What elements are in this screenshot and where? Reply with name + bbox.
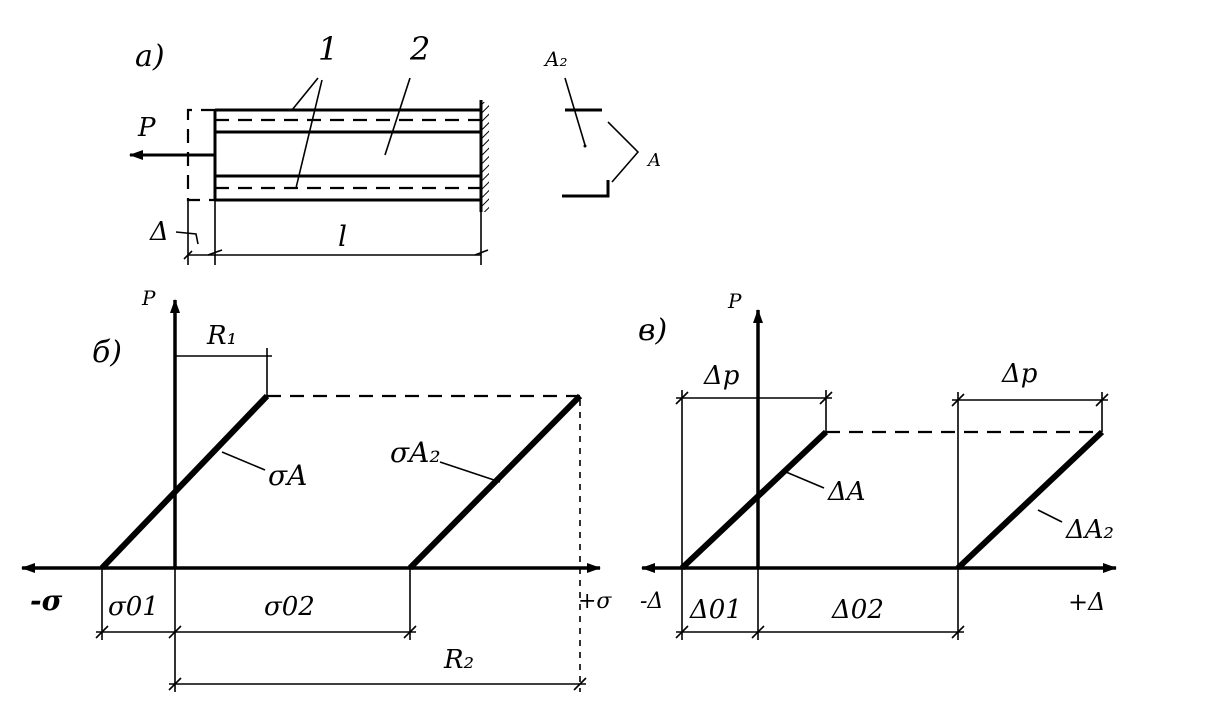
delta-a-leader [785, 471, 825, 489]
x-axis-neg-label: -σ [30, 584, 63, 617]
sigma-a-label: σA [268, 459, 307, 492]
delta-pointer [175, 231, 199, 245]
panel-a-label: а) [135, 39, 165, 74]
delta02-label: Δ02 [831, 595, 884, 625]
panel-b-label: б) [92, 335, 122, 370]
panel-v-label: в) [638, 313, 667, 348]
r1-label: R₁ [206, 321, 237, 351]
fixed-wall-hatch [481, 102, 489, 212]
part-2-label: 2 [409, 30, 430, 68]
curve-delta-a2 [955, 429, 1105, 571]
x-axis-pos-label: +σ [578, 589, 612, 614]
panel-b-stress-diagram: б) P +σ -σ σA σA₂ R₁ σ01 σ02 R₂ [21, 286, 612, 692]
leader-2 [384, 77, 411, 156]
panel-v-deformation-diagram: в) P +Δ -Δ ΔA ΔA₂ Δp Δp Δ01 Δ02 [638, 289, 1117, 640]
sigma-dim-ticks [95, 625, 417, 639]
x-axis-neg-label-v: -Δ [640, 589, 663, 614]
leader-1a [291, 77, 319, 111]
sigma-a2-label: σA₂ [390, 436, 441, 469]
panel-a-bar-scheme: а) 1 2 P l Δ A₂ [129, 30, 661, 265]
leader-1b [295, 79, 323, 189]
dp-left-ticks [675, 391, 833, 405]
sigma-a2-leader [439, 461, 501, 483]
sigma01-label: σ01 [108, 592, 159, 622]
delta-p-left-label: Δp [703, 361, 740, 391]
curve-sigma-a2 [407, 393, 583, 571]
delta-a-label: ΔA [827, 477, 866, 507]
delta-label: Δ [149, 217, 169, 247]
r2-label: R₂ [443, 645, 474, 675]
sigma-a-leader [221, 451, 266, 471]
r2-dim-ticks [168, 677, 587, 691]
area-a-bracket [607, 121, 640, 183]
area-a2-label: A₂ [543, 47, 567, 71]
delta-a2-label: ΔA₂ [1065, 515, 1114, 545]
dim-ticks [207, 249, 489, 256]
delta01-label: Δ01 [689, 595, 742, 625]
section-point [583, 144, 587, 148]
dp-right-ticks [951, 393, 1109, 407]
sigma02-label: σ02 [264, 592, 315, 622]
y-axis-label-v: P [727, 289, 742, 313]
delta-a2-leader [1037, 509, 1063, 523]
area-a-label: A [646, 150, 661, 171]
section-bottom [562, 180, 610, 198]
delta-dim-ticks [675, 625, 965, 639]
curve-delta-a [679, 429, 829, 571]
length-l-label: l [338, 220, 347, 253]
curve-sigma-a [99, 393, 270, 571]
y-axis-label: P [141, 286, 156, 310]
force-p-label: P [137, 113, 156, 143]
x-axis-pos-label-v: +Δ [1068, 588, 1105, 616]
part-1-label: 1 [318, 30, 338, 68]
delta-p-right-label: Δp [1001, 359, 1038, 389]
